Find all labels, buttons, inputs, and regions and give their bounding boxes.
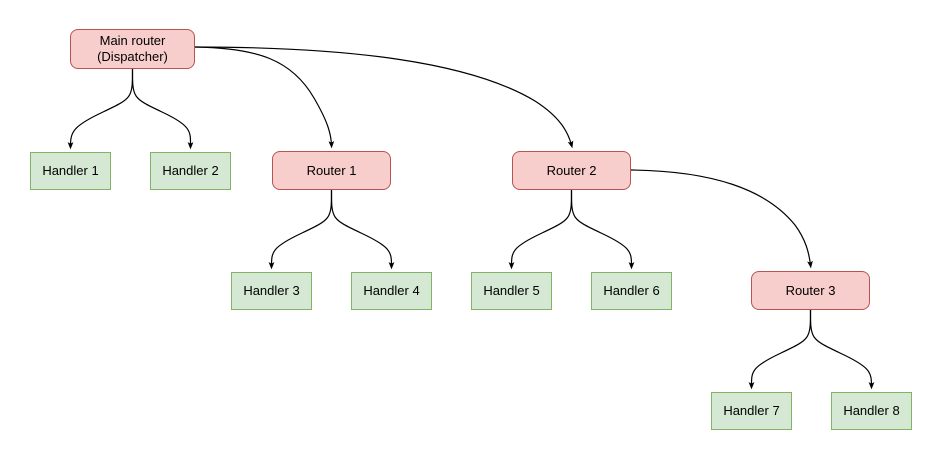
edge-router-2-to-handler-6 — [570, 189, 635, 270]
node-label-handler-6: Handler 6 — [603, 283, 660, 298]
node-handler-8[interactable]: Handler 8 — [831, 392, 912, 430]
node-label-router-1: Router 1 — [306, 162, 357, 178]
node-label-handler-8: Handler 8 — [843, 403, 900, 418]
node-handler-1[interactable]: Handler 1 — [30, 152, 111, 190]
node-handler-6[interactable]: Handler 6 — [591, 272, 672, 310]
node-label-handler-4: Handler 4 — [363, 283, 420, 298]
node-label-handler-1: Handler 1 — [42, 163, 99, 178]
node-router-3[interactable]: Router 3 — [751, 271, 870, 310]
node-label-router-2: Router 2 — [546, 162, 597, 178]
node-label-handler-5: Handler 5 — [483, 283, 540, 298]
node-handler-7[interactable]: Handler 7 — [711, 392, 792, 430]
node-handler-4[interactable]: Handler 4 — [351, 272, 432, 310]
edge-main-to-router-1 — [194, 46, 335, 149]
edge-router-2-to-handler-5 — [508, 189, 573, 270]
edge-router-3-to-handler-8 — [809, 309, 875, 390]
node-router-2[interactable]: Router 2 — [512, 151, 631, 190]
edge-main-to-handler-2 — [131, 68, 194, 150]
edge-main-to-router-2 — [194, 46, 574, 149]
node-label-handler-7: Handler 7 — [723, 403, 780, 418]
node-handler-5[interactable]: Handler 5 — [471, 272, 552, 310]
node-label-router-3: Router 3 — [785, 282, 836, 298]
node-label-handler-2: Handler 2 — [162, 163, 219, 178]
node-label-handler-3: Handler 3 — [243, 283, 300, 298]
node-router-1[interactable]: Router 1 — [272, 151, 391, 190]
edge-router-2-to-router-3 — [630, 169, 813, 269]
edge-router-1-to-handler-3 — [268, 189, 333, 270]
node-handler-2[interactable]: Handler 2 — [150, 152, 231, 190]
edge-router-3-to-handler-7 — [748, 309, 812, 390]
node-label-main-router: Main router (Dispatcher) — [97, 33, 168, 64]
edge-main-to-handler-1 — [67, 68, 134, 150]
node-handler-3[interactable]: Handler 3 — [231, 272, 312, 310]
node-main-router[interactable]: Main router (Dispatcher) — [70, 29, 195, 69]
edge-group — [67, 46, 875, 390]
edge-router-1-to-handler-4 — [330, 189, 395, 270]
